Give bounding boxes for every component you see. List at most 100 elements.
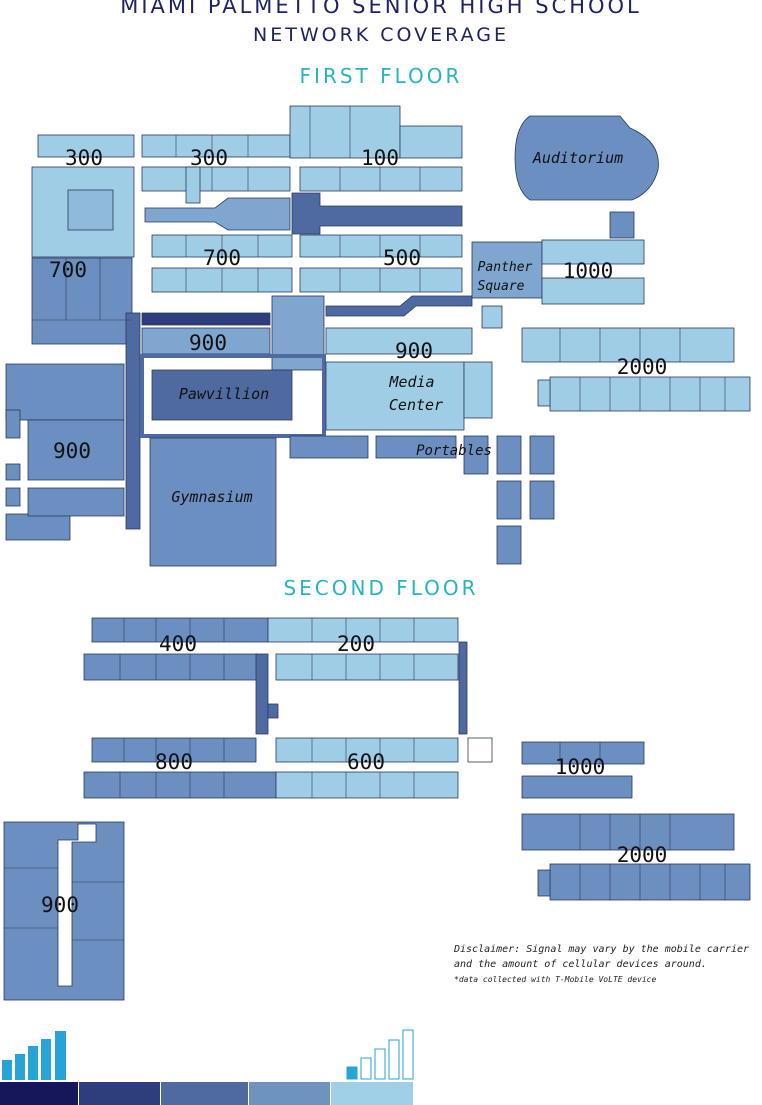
disclaimer-note: *data collected with T-Mobile VoLTE devi… xyxy=(454,975,657,984)
building-900-center-strip xyxy=(141,312,271,326)
label-200: 200 xyxy=(337,632,375,656)
first-floor-title: FIRST FLOOR xyxy=(299,64,463,88)
west-spine xyxy=(125,312,141,530)
pawvillion xyxy=(151,369,293,421)
label-2000-second: 2000 xyxy=(617,843,668,867)
label-gymnasium: Gymnasium xyxy=(171,488,252,506)
label-500: 500 xyxy=(383,246,421,270)
disclaimer: Disclaimer: Signal may vary by the mobil… xyxy=(454,942,754,987)
bridge-corridor xyxy=(325,295,473,317)
legend-swatch-3 xyxy=(161,1082,249,1105)
building-900-west-b xyxy=(27,419,125,481)
building-300-west-inner xyxy=(67,189,114,231)
portable-1 xyxy=(289,435,369,459)
disclaimer-line-2: and the amount of cellular devices aroun… xyxy=(454,959,707,970)
portable-5 xyxy=(529,435,555,475)
building-200-top xyxy=(267,617,459,643)
portable-8 xyxy=(496,525,522,565)
label-800: 800 xyxy=(155,750,193,774)
building-2000-stub xyxy=(537,379,551,407)
pawvillion-ring xyxy=(140,354,326,438)
auditorium xyxy=(514,115,659,201)
signal-legend-bar xyxy=(0,1082,414,1105)
building-2000-second-stub xyxy=(537,869,551,897)
label-300-west: 300 xyxy=(65,146,103,170)
building-300-bottom xyxy=(141,166,291,192)
building-900-second-corridor xyxy=(57,823,97,987)
label-square: Square xyxy=(478,279,525,294)
building-800-top xyxy=(91,737,257,763)
building-800-bottom xyxy=(83,771,277,799)
building-900-west-g xyxy=(27,487,125,517)
building-500-bottom xyxy=(299,267,463,293)
building-900-west-d xyxy=(5,463,21,481)
label-600: 600 xyxy=(347,750,385,774)
media-center xyxy=(325,361,465,431)
label-100: 100 xyxy=(361,146,399,170)
label-900-west: 900 xyxy=(53,439,91,463)
building-300-west-top xyxy=(37,134,135,158)
building-1000-second-top xyxy=(521,741,645,765)
connector-west xyxy=(255,653,269,735)
label-1000: 1000 xyxy=(563,259,614,283)
label-auditorium: Auditorium xyxy=(532,149,623,167)
signal-weak-icon xyxy=(346,1029,414,1080)
connector-east-2 xyxy=(458,641,468,735)
signal-strong-icon xyxy=(2,1031,66,1080)
page-subtitle: NETWORK COVERAGE xyxy=(253,24,509,46)
stair-east-600 xyxy=(467,737,493,763)
portable-3 xyxy=(463,435,489,475)
building-200-bottom xyxy=(275,653,459,681)
building-600-top xyxy=(275,737,459,763)
central-corridor xyxy=(144,197,291,231)
label-700-west: 700 xyxy=(49,258,87,282)
building-400-bottom xyxy=(83,653,259,681)
panther-square xyxy=(471,241,543,299)
building-700-west xyxy=(31,257,133,345)
gymnasium xyxy=(149,437,277,567)
building-900-west-a xyxy=(5,363,125,421)
building-900-west-f xyxy=(5,513,71,541)
building-900-west-c xyxy=(5,409,21,439)
building-900-west-e xyxy=(5,487,21,507)
media-center-wing xyxy=(463,361,493,419)
label-900-east: 900 xyxy=(395,339,433,363)
label-media: Media xyxy=(388,373,434,391)
label-2000: 2000 xyxy=(617,355,668,379)
tower-block xyxy=(271,295,325,371)
label-300: 300 xyxy=(190,146,228,170)
building-1000-top xyxy=(541,239,645,265)
label-1000-second: 1000 xyxy=(555,755,606,779)
second-floor-title: SECOND FLOOR xyxy=(283,576,479,600)
building-500-top xyxy=(299,234,463,258)
legend-swatch-4 xyxy=(248,1082,331,1105)
building-2000-top xyxy=(521,327,735,363)
building-900-center xyxy=(141,327,271,355)
building-100-top xyxy=(399,125,463,159)
portable-7 xyxy=(529,480,555,520)
page-title: MIAMI PALMETTO SENIOR HIGH SCHOOL xyxy=(120,0,642,18)
building-900-east xyxy=(325,327,473,355)
building-1000-second-bottom xyxy=(521,775,633,799)
label-900-center: 900 xyxy=(189,331,227,355)
disclaimer-line-1: Disclaimer: Signal may vary by the mobil… xyxy=(454,944,750,955)
label-700: 700 xyxy=(203,246,241,270)
building-100-tower xyxy=(289,105,401,159)
small-annex xyxy=(609,211,635,239)
connector-east xyxy=(481,305,503,329)
connector-west-stub xyxy=(267,703,279,719)
building-600-bottom xyxy=(275,771,459,799)
label-portables: Portables xyxy=(416,443,492,459)
legend-swatch-2 xyxy=(79,1082,162,1105)
building-2000-second-top xyxy=(521,813,735,851)
portable-6 xyxy=(496,480,522,520)
label-pawvillion: Pawvillion xyxy=(179,385,269,403)
building-300-annex xyxy=(185,166,201,204)
legend-swatch-1 xyxy=(0,1082,80,1105)
label-400: 400 xyxy=(159,632,197,656)
label-panther: Panther xyxy=(478,260,533,275)
building-2000-bottom xyxy=(549,376,751,412)
label-900-second: 900 xyxy=(41,893,79,917)
building-1000-bottom xyxy=(541,277,645,305)
